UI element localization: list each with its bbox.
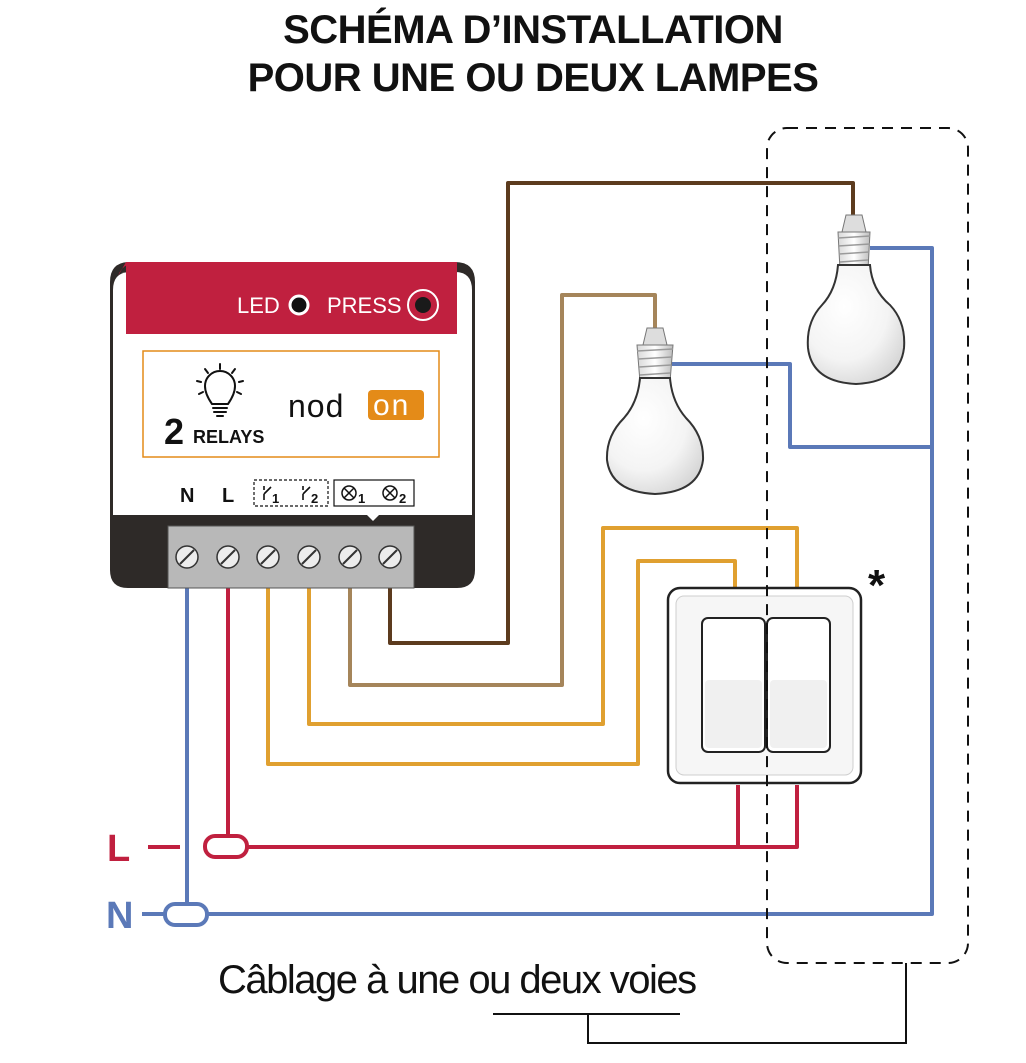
live-switch-wire <box>248 785 799 849</box>
live-connector <box>203 834 249 859</box>
terminal-screw-3 <box>256 545 280 569</box>
lamp1-wire <box>388 181 855 645</box>
lamp2-wire <box>348 293 657 687</box>
diagram-caption: Câblage à une ou deux voies <box>218 958 697 1002</box>
live-label: L <box>107 828 130 870</box>
terminal-screw-1 <box>175 545 199 569</box>
neutral-lamp2-wire <box>672 362 932 449</box>
switch-icon <box>263 486 311 500</box>
brand-on: on <box>373 389 410 422</box>
switch-wire-relay2 <box>307 526 799 726</box>
neutral-main-wire <box>207 246 934 916</box>
switch-terminal-2: 2 <box>311 491 318 506</box>
switch-terminal-1: 1 <box>272 491 279 506</box>
lamp-symbol-icon <box>341 485 398 501</box>
wiring-option-frame <box>766 127 969 964</box>
relays-number: 2 <box>164 411 184 452</box>
diagram-title-line-2: POUR UNE OU DEUX LAMPES <box>247 56 819 100</box>
diagram-title-line-1: SCHÉMA D’INSTALLATION <box>283 8 783 52</box>
lamp-2 <box>605 327 705 496</box>
caption-connector <box>493 963 907 1044</box>
terminal-label-l: L <box>222 485 234 507</box>
brand-on-badge <box>368 390 424 420</box>
switch-terminal-group <box>253 479 329 507</box>
terminal-block <box>167 525 415 589</box>
lamp-terminal-group <box>333 479 415 507</box>
neutral-connector <box>163 902 209 927</box>
switch-wire-relay1 <box>266 559 737 766</box>
lamp-terminal-1: 1 <box>358 491 365 506</box>
nodon-module: LED PRESS 2 RELAYS nod on N L <box>110 262 475 589</box>
terminal-screws <box>175 545 402 569</box>
lamp-terminal-2: 2 <box>399 491 406 506</box>
neutral-label: N <box>106 895 133 937</box>
switch-note-asterisk: * <box>868 561 886 610</box>
module-label-frame <box>142 350 440 458</box>
terminal-screw-5 <box>338 545 362 569</box>
terminal-screw-4 <box>297 545 321 569</box>
press-label: PRESS <box>327 293 402 318</box>
terminal-screw-2 <box>216 545 240 569</box>
relays-label: RELAYS <box>193 427 264 447</box>
led-indicator <box>288 294 310 316</box>
lamp-1 <box>806 214 906 386</box>
terminal-label-n: N <box>180 485 194 507</box>
brand-prefix: nod <box>288 388 344 424</box>
led-label: LED <box>237 293 280 318</box>
double-wall-switch <box>666 586 863 785</box>
bulb-icon <box>196 363 244 417</box>
terminal-screw-6 <box>378 545 402 569</box>
